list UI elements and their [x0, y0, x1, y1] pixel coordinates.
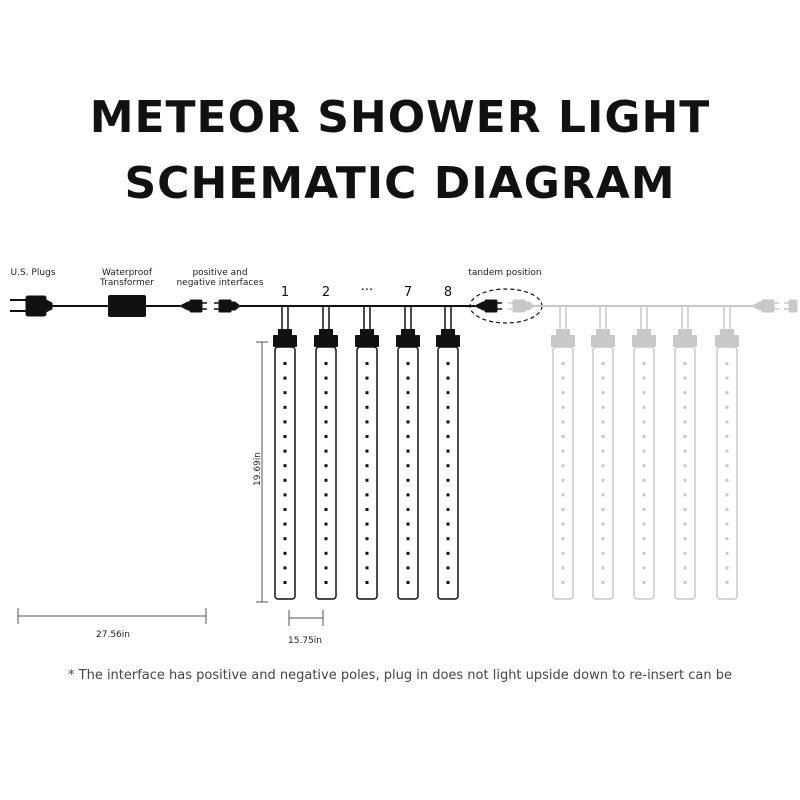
transformer-label: Waterproof Transformer: [92, 268, 162, 288]
tandem-label: tandem position: [468, 268, 542, 278]
ghost-meteor-tube: [591, 306, 615, 600]
tandem-male-connector-icon: [508, 299, 535, 313]
transformer-label-line1: Waterproof: [101, 268, 152, 278]
meteor-tube: [355, 306, 379, 600]
us-plugs-label: U.S. Plugs: [10, 268, 56, 278]
meteor-tube: [396, 306, 420, 600]
tube-number-7: 7: [403, 285, 413, 300]
ghost-meteor-tube: [715, 306, 739, 600]
tandem-female-connector-icon: [473, 299, 502, 313]
us-plug-icon: [10, 295, 53, 317]
tube-number-ellipsis: ···: [360, 283, 374, 298]
footnote: * The interface has positive and negativ…: [68, 668, 732, 683]
lead-length-label: 27.56in: [96, 630, 130, 640]
title-line-1: METEOR SHOWER LIGHT: [89, 92, 711, 143]
meteor-tube: [314, 306, 338, 600]
interfaces-label-line1: positive and: [192, 268, 248, 278]
male-connector-icon: [214, 299, 241, 313]
interfaces-label: positive and negative interfaces: [168, 268, 272, 288]
tube-number-8: 8: [443, 285, 453, 300]
spacing-dimension: [288, 610, 324, 626]
meteor-tubes-group: [273, 306, 460, 600]
ghost-end-connector-icon: [750, 299, 798, 313]
spacing-label: 15.75in: [288, 636, 322, 646]
interfaces-label-line2: negative interfaces: [176, 278, 264, 288]
ghost-tubes-group: [551, 306, 739, 600]
lead-length-dimension: [17, 608, 207, 624]
tube-number-2: 2: [321, 285, 331, 300]
ghost-meteor-tube: [551, 306, 575, 600]
transformer-icon: [108, 295, 146, 317]
meteor-tube: [273, 306, 297, 600]
female-connector-icon: [178, 299, 207, 313]
tube-number-1: 1: [280, 285, 290, 300]
ghost-meteor-tube: [632, 306, 656, 600]
transformer-label-line2: Transformer: [99, 278, 154, 288]
tube-length-dimension: [256, 341, 268, 603]
meteor-tube: [436, 306, 460, 600]
title-line-2: SCHEMATIC DIAGRAM: [124, 158, 676, 209]
ghost-meteor-tube: [673, 306, 697, 600]
